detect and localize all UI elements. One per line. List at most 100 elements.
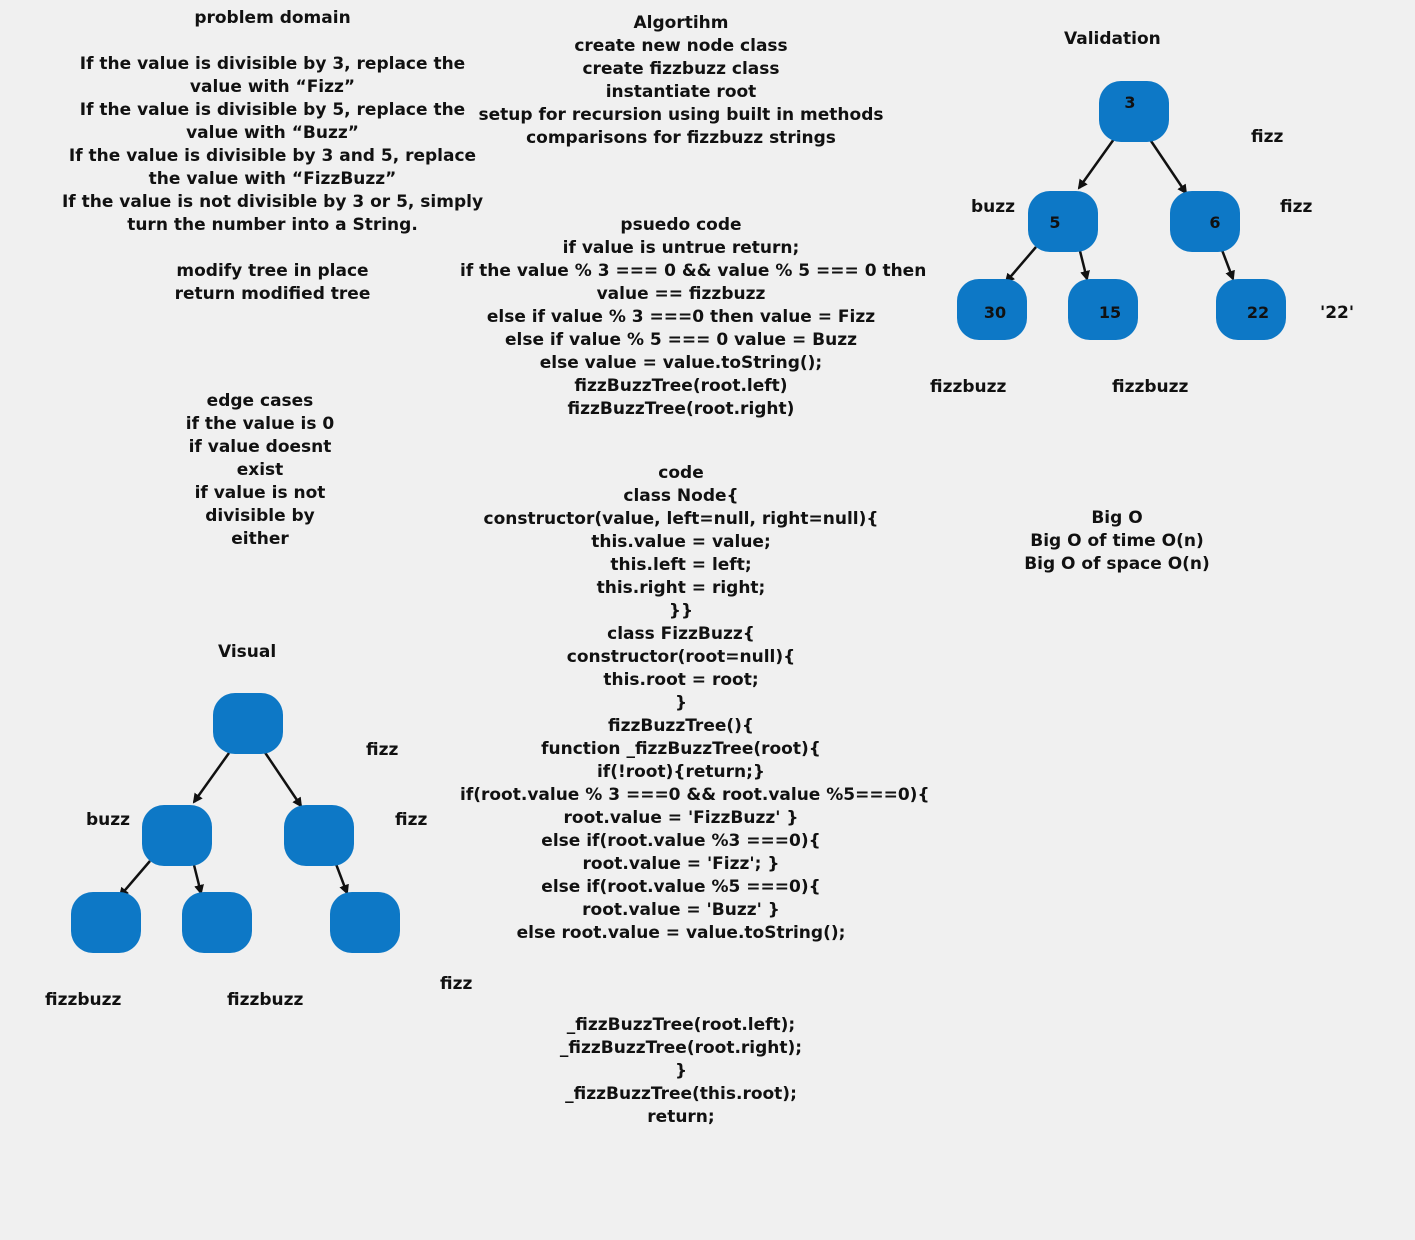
text-line: fizzBuzzTree(){ <box>607 716 755 736</box>
edge-cases-block: edge cases if the value is 0 if value does… <box>160 390 360 551</box>
validation-node-root-value: 3 <box>1124 93 1135 112</box>
text-line: else if(root.value %3 ===0){ <box>541 831 821 851</box>
validation-label-right-right: '22' <box>1320 303 1355 323</box>
visual-label-left-right: fizzbuzz <box>227 990 304 1010</box>
validation-label-left-right: fizzbuzz <box>1112 377 1189 397</box>
visual-label-right: fizz <box>395 810 428 830</box>
validation-node-left-right <box>1068 279 1138 340</box>
text-line: the value with “FizzBuzz” <box>148 169 397 189</box>
visual-node-left-left <box>71 892 141 953</box>
text-line: root.value = 'Buzz' } <box>582 900 780 920</box>
validation-label-right: fizz <box>1280 197 1313 217</box>
text-line: create fizzbuzz class <box>582 59 780 79</box>
text-line: this.right = right; <box>596 578 766 598</box>
text-line: else if(root.value %5 ===0){ <box>541 877 821 897</box>
text-line: Algortihm <box>633 13 729 33</box>
visual-edge-left-leftleft <box>118 860 151 898</box>
text-line: if value is not <box>194 483 326 503</box>
text-line: fizzBuzzTree(root.right) <box>567 399 795 419</box>
text-line: root.value = 'Fizz'; } <box>582 854 780 874</box>
text-line: edge cases <box>206 391 314 411</box>
text-line: class FizzBuzz{ <box>607 624 755 644</box>
text-line: root.value = 'FizzBuzz' } <box>563 808 799 828</box>
visual-node-left <box>142 805 212 866</box>
validation-node-left-left <box>957 279 1027 340</box>
text-line: constructor(root=null){ <box>566 647 796 667</box>
text-line: If the value is divisible by 3, replace … <box>79 54 466 74</box>
text-line: value == fizzbuzz <box>596 284 766 304</box>
text-line: psuedo code <box>620 215 742 235</box>
visual-node-left-right <box>182 892 252 953</box>
text-line: If the value is divisible by 3 and 5, re… <box>68 146 477 166</box>
text-line: Big O of time O(n) <box>1030 531 1204 551</box>
visual-tree <box>71 693 400 953</box>
visual-label-left: buzz <box>86 810 131 830</box>
text-line: turn the number into a String. <box>127 215 418 235</box>
validation-node-left-value: 5 <box>1049 213 1060 232</box>
text-line: divisible by <box>205 506 315 526</box>
text-line: if value is untrue return; <box>562 238 800 258</box>
text-line: this.value = value; <box>591 532 771 552</box>
text-line: } <box>674 693 688 713</box>
visual-edge-right-rightright <box>334 863 349 895</box>
text-line: _fizzBuzzTree(root.right); <box>559 1038 803 1058</box>
validation-label-left: buzz <box>971 197 1016 217</box>
validation-edge-root-right <box>1147 137 1188 195</box>
text-line: this.left = left; <box>610 555 752 575</box>
visual-label-right-right: fizz <box>440 974 473 994</box>
text-line: } <box>674 1061 688 1081</box>
validation-edge-left-leftleft <box>1004 246 1037 284</box>
validation-node-right-right <box>1216 279 1286 340</box>
text-line: else if value % 3 ===0 then value = Fizz <box>486 307 876 327</box>
visual-edge-root-right <box>262 750 303 808</box>
text-line: value with “Buzz” <box>186 123 359 143</box>
problem-domain-block: problem domain If the value is divisible… <box>60 7 485 306</box>
text-line: return; <box>647 1107 715 1127</box>
visual-node-right-right <box>330 892 400 953</box>
text-line: else root.value = value.toString(); <box>516 923 846 943</box>
text-line: comparisons for fizzbuzz strings <box>526 128 836 148</box>
text-line: return modified tree <box>174 284 371 304</box>
validation-edge-root-left <box>1077 138 1116 190</box>
text-line: value with “Fizz” <box>189 77 356 97</box>
validation-edge-right-rightright <box>1220 249 1235 281</box>
text-line: function _fizzBuzzTree(root){ <box>541 739 821 759</box>
text-line: create new node class <box>574 36 788 56</box>
algorithm-block: Algortihm create new node class create fiz… <box>470 12 892 150</box>
validation-label-root: fizz <box>1251 127 1284 147</box>
validation-title: Validation <box>1064 29 1161 49</box>
text-line: Big O of space O(n) <box>1024 554 1210 574</box>
text-line: constructor(value, left=null, right=null… <box>483 509 879 529</box>
text-line: if the value is 0 <box>185 414 335 434</box>
code-tail-block: _fizzBuzzTree(root.left); _fizzBuzzTree(r… <box>520 1014 842 1129</box>
text-line: either <box>231 529 289 549</box>
validation-node-right-right-value: 22 <box>1247 303 1269 322</box>
text-line: else if value % 5 === 0 value = Buzz <box>504 330 858 350</box>
code-block: code class Node{ constructor(value, left=n… <box>460 462 930 945</box>
visual-label-root: fizz <box>366 740 399 760</box>
text-line: exist <box>236 460 284 480</box>
text-line: class Node{ <box>623 486 739 506</box>
validation-edge-left-leftright <box>1077 246 1090 281</box>
text-line: this.root = root; <box>603 670 759 690</box>
visual-edge-root-left <box>192 752 231 804</box>
text-line: modify tree in place <box>176 261 369 281</box>
validation-node-left-right-value: 15 <box>1099 303 1121 322</box>
validation-label-left-left: fizzbuzz <box>930 377 1007 397</box>
visual-edge-left-leftright <box>191 860 204 895</box>
big-o-block: Big O Big O of time O(n) Big O of space O(… <box>1000 507 1234 576</box>
visual-label-left-left: fizzbuzz <box>45 990 122 1010</box>
text-line: if value doesnt <box>188 437 332 457</box>
text-line: code <box>658 463 704 483</box>
text-line: instantiate root <box>605 82 757 102</box>
validation-node-left <box>1028 191 1098 252</box>
visual-title: Visual <box>218 642 277 662</box>
text-line: Big O <box>1091 508 1143 528</box>
validation-node-right <box>1170 191 1240 252</box>
validation-node-right-value: 6 <box>1209 213 1220 232</box>
text-line: _fizzBuzzTree(root.left); <box>566 1015 796 1035</box>
validation-node-left-left-value: 30 <box>984 303 1006 322</box>
